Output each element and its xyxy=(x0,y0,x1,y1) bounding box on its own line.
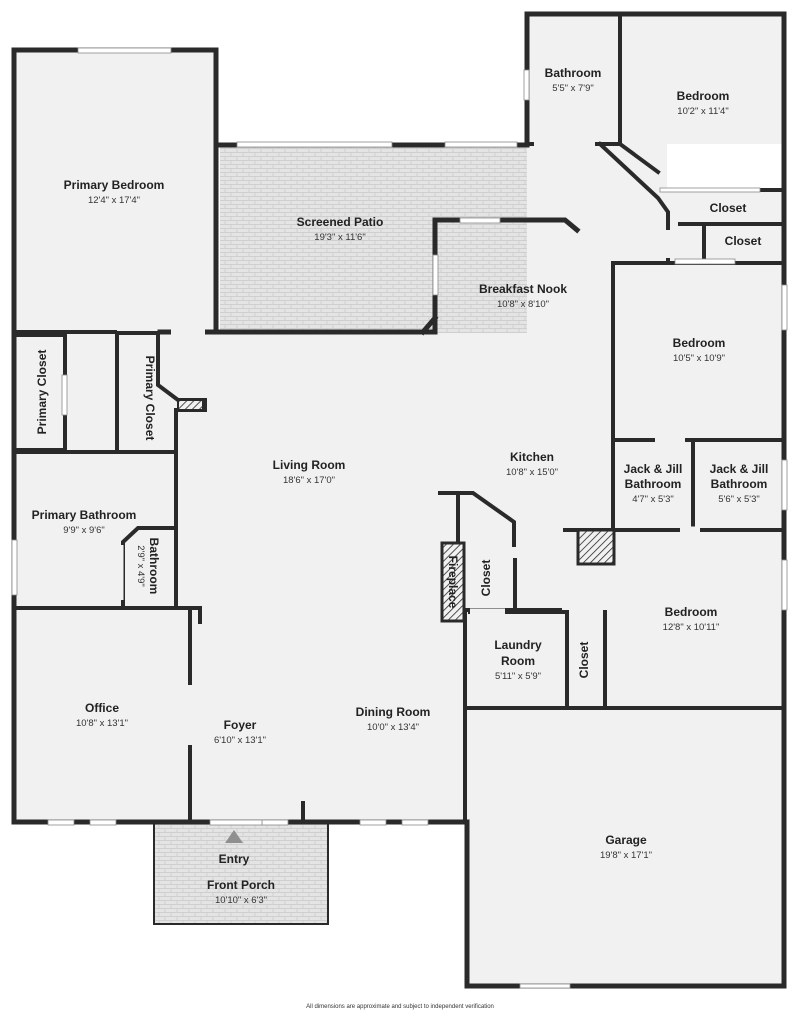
bedroom-ne-dims: 10'2" x 11'4" xyxy=(677,106,728,117)
bedroom-e-dims: 10'5" x 10'9" xyxy=(673,353,725,364)
primary-bedroom-name: Primary Bedroom xyxy=(64,178,165,192)
bathroom-small-name: Bathroom xyxy=(147,538,161,595)
front-porch-dims: 10'10" x 6'3" xyxy=(215,895,267,906)
entry-arrow-icon xyxy=(225,830,243,843)
laundry-dims: 5'11" x 5'9" xyxy=(495,671,541,682)
jack-jill-2-line2: Bathroom xyxy=(711,477,768,491)
living-room-name: Living Room xyxy=(273,458,346,472)
kitchen-name: Kitchen xyxy=(510,450,554,464)
kitchen-dims: 10'8" x 15'0" xyxy=(506,467,558,478)
primary-bedroom-dims: 12'4" x 17'4" xyxy=(88,195,140,206)
fireplace-unit xyxy=(177,399,616,623)
dining-room-name: Dining Room xyxy=(356,705,431,719)
bedroom-e-name: Bedroom xyxy=(673,336,726,350)
screened-patio-dims: 19'3" x 11'6" xyxy=(314,232,365,243)
living-room-dims: 18'6" x 17'0" xyxy=(283,475,335,486)
primary-bathroom-name: Primary Bathroom xyxy=(32,508,137,522)
bathroom-top-dims: 5'5" x 7'9" xyxy=(552,83,594,94)
laundry-line2: Room xyxy=(501,654,535,668)
room-labels: Bathroom 5'5" x 7'9" Bedroom 10'2" x 11'… xyxy=(32,66,769,906)
entry-door xyxy=(209,819,263,843)
breakfast-nook-name: Breakfast Nook xyxy=(479,282,567,296)
screened-patio-name: Screened Patio xyxy=(297,215,384,229)
floor-fills xyxy=(14,14,784,986)
closet-laundry-name: Closet xyxy=(577,642,591,679)
jack-jill-2-line1: Jack & Jill xyxy=(710,462,769,476)
foyer-name: Foyer xyxy=(224,718,257,732)
bedroom-ne-name: Bedroom xyxy=(677,89,730,103)
garage-name: Garage xyxy=(605,833,647,847)
primary-closet-2-name: Primary Closet xyxy=(143,356,157,441)
primary-bathroom-dims: 9'9" x 9'6" xyxy=(63,525,105,536)
bathroom-small-dims: 2'9" x 4'9" xyxy=(135,545,146,587)
exterior-walls xyxy=(11,11,787,989)
jack-jill-1-dims: 4'7" x 5'3" xyxy=(632,494,674,505)
bathroom-top-name: Bathroom xyxy=(545,66,602,80)
primary-closet-1-name: Primary Closet xyxy=(35,350,49,435)
closet-kitchen-name: Closet xyxy=(479,560,493,597)
foyer-dims: 6'10" x 13'1" xyxy=(214,735,266,746)
jack-jill-1-line1: Jack & Jill xyxy=(624,462,683,476)
office-dims: 10'8" x 13'1" xyxy=(76,718,128,729)
entry-name: Entry xyxy=(219,852,250,866)
footer-disclaimer: All dimensions are approximate and subje… xyxy=(306,1004,494,1010)
garage-dims: 19'8" x 17'1" xyxy=(600,850,652,861)
screened-patio-pavers xyxy=(220,145,527,333)
closet-a-name: Closet xyxy=(710,201,747,215)
laundry-line1: Laundry xyxy=(494,638,542,652)
fireplace-name: Fireplace xyxy=(446,556,460,609)
front-porch-name: Front Porch xyxy=(207,878,275,892)
door-openings xyxy=(116,140,700,745)
bedroom-se-dims: 12'8" x 10'11" xyxy=(663,622,720,633)
dining-room-dims: 10'0" x 13'4" xyxy=(367,722,419,733)
jack-jill-1-line2: Bathroom xyxy=(625,477,682,491)
jack-jill-2-dims: 5'6" x 5'3" xyxy=(718,494,760,505)
breakfast-nook-dims: 10'8" x 8'10" xyxy=(497,299,549,310)
front-porch-pavers xyxy=(154,822,328,924)
closet-b-name: Closet xyxy=(725,234,762,248)
office-name: Office xyxy=(85,701,119,715)
bedroom-se-name: Bedroom xyxy=(665,605,718,619)
